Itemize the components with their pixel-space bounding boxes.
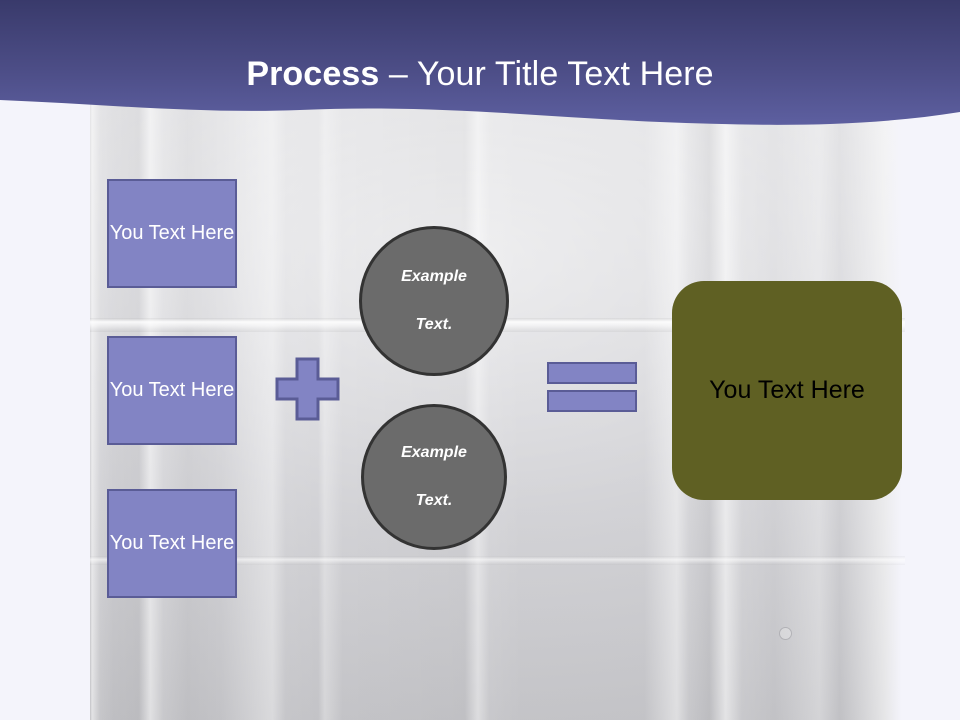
page-title-bold: Process bbox=[246, 55, 380, 93]
input-box-1[interactable]: You Text Here bbox=[107, 179, 237, 288]
background-knob-icon bbox=[779, 627, 792, 640]
equals-bar-bottom bbox=[547, 390, 637, 412]
input-box-3[interactable]: You Text Here bbox=[107, 489, 237, 598]
input-box-2-label: You Text Here bbox=[109, 379, 235, 401]
example-circle-2-line2: Text. bbox=[415, 492, 453, 509]
page-title: Process – Your Title Text Here bbox=[0, 52, 960, 96]
equals-bar-top bbox=[547, 362, 637, 384]
input-box-3-label: You Text Here bbox=[109, 532, 235, 554]
result-box-label: You Text Here bbox=[709, 376, 865, 404]
header-wave-shape bbox=[0, 0, 960, 125]
example-circle-1-line1: Example bbox=[401, 268, 467, 285]
example-circle-2-line1: Example bbox=[401, 444, 467, 461]
plus-shape bbox=[275, 357, 340, 421]
page-title-rest: – Your Title Text Here bbox=[379, 55, 714, 93]
slide-header-banner: Process – Your Title Text Here bbox=[0, 0, 960, 130]
result-box[interactable]: You Text Here bbox=[672, 281, 902, 500]
input-box-2[interactable]: You Text Here bbox=[107, 336, 237, 445]
example-circle-1-line2: Text. bbox=[415, 316, 453, 333]
equals-icon bbox=[547, 362, 639, 415]
plus-icon bbox=[275, 357, 340, 421]
background-ledge-lower bbox=[90, 556, 905, 565]
input-box-1-label: You Text Here bbox=[109, 222, 235, 244]
